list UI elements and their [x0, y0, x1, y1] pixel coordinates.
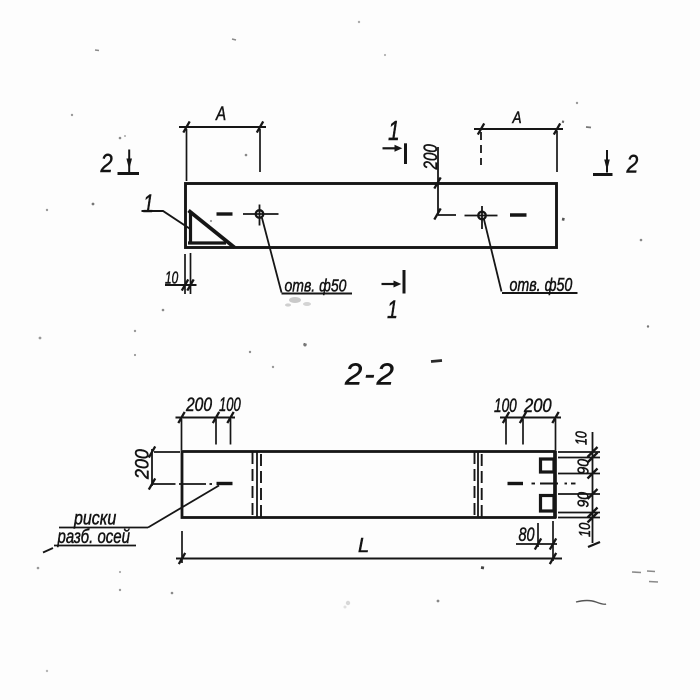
svg-text:2: 2 — [626, 150, 639, 178]
svg-text:10: 10 — [165, 268, 179, 288]
svg-text:1: 1 — [388, 116, 400, 147]
svg-text:2-2: 2-2 — [344, 357, 396, 392]
svg-text:200: 200 — [419, 144, 441, 171]
svg-text:отв. ф50: отв. ф50 — [510, 275, 573, 295]
svg-text:10: 10 — [577, 523, 595, 537]
svg-text:100: 100 — [219, 393, 241, 415]
svg-text:A: A — [512, 109, 522, 128]
svg-text:L: L — [358, 535, 369, 557]
svg-text:1: 1 — [387, 296, 398, 324]
svg-text:80: 80 — [519, 524, 536, 545]
svg-text:90: 90 — [576, 458, 593, 474]
svg-text:200: 200 — [185, 393, 212, 415]
svg-text:разб. осей: разб. осей — [57, 525, 131, 547]
svg-text:1: 1 — [143, 190, 154, 218]
svg-text:100: 100 — [494, 395, 517, 417]
svg-text:200: 200 — [131, 449, 153, 480]
svg-text:A: A — [215, 102, 226, 124]
svg-text:2: 2 — [100, 149, 114, 178]
svg-text:отв. ф50: отв. ф50 — [285, 276, 347, 296]
svg-text:200: 200 — [523, 395, 552, 417]
svg-text:риски: риски — [73, 507, 116, 529]
svg-text:10: 10 — [572, 431, 590, 445]
svg-text:90: 90 — [576, 491, 593, 507]
